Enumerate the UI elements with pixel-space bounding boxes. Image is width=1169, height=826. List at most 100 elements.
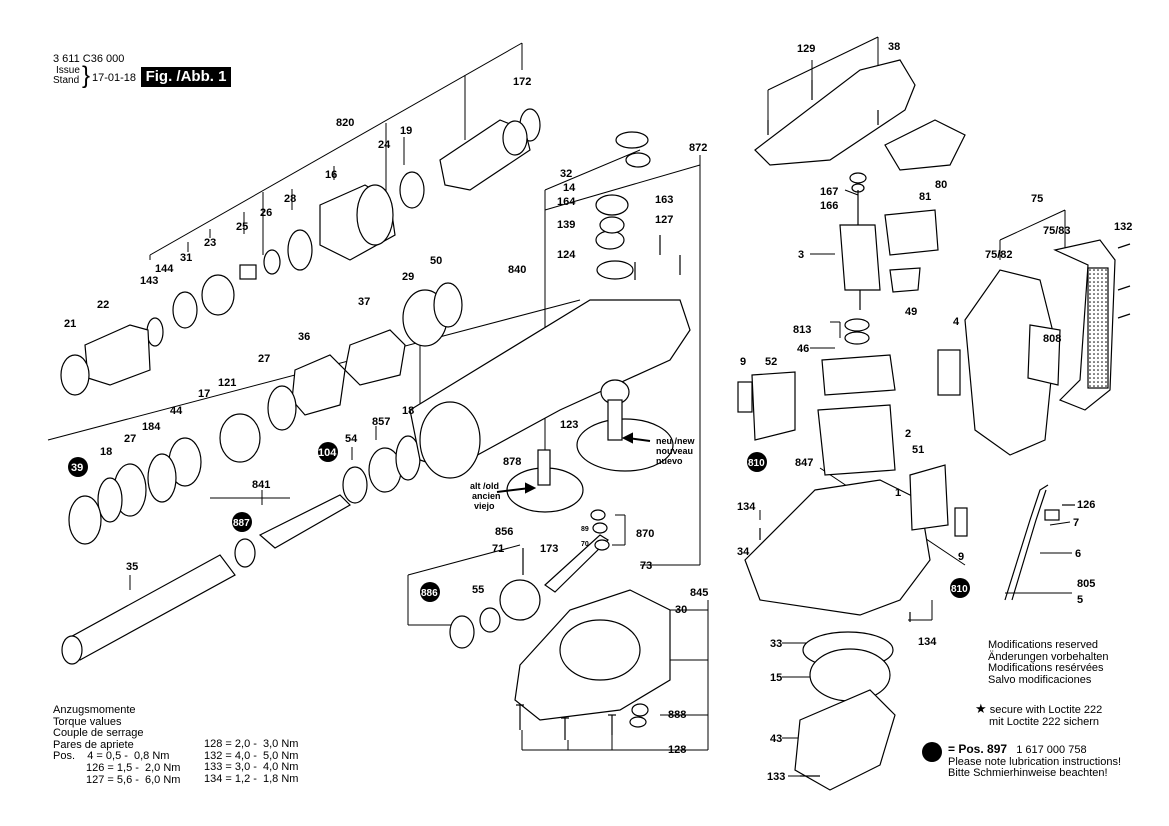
part-841: 841: [252, 479, 270, 491]
part-857: 857: [372, 416, 390, 428]
part-129: 129: [797, 43, 815, 55]
lube-marker-104: [318, 442, 338, 462]
part-856: 856: [495, 526, 513, 538]
gear-new-line1: neu /new: [656, 436, 696, 446]
issue-label: Issue: [56, 65, 80, 76]
part-805: 805: [1077, 578, 1095, 590]
torque-title-es: Pares de apriete: [53, 738, 134, 751]
part-89: 89: [581, 526, 589, 533]
torque-title-en: Torque values: [53, 715, 122, 728]
part-75: 75: [1031, 193, 1043, 205]
lube-marker-39: [68, 457, 88, 477]
part-29: 29: [402, 271, 414, 283]
part-813: 813: [793, 324, 811, 336]
part-33: 33: [770, 638, 782, 650]
part-27-lower: 27: [124, 433, 136, 445]
part-73: 73: [640, 560, 652, 572]
part-173: 173: [540, 543, 558, 555]
modifications-de: Änderungen vorbehalten: [988, 650, 1109, 663]
torque-values-right: 128 = 2,0 - 3,0 Nm 132 = 4,0 - 5,0 Nm 13…: [204, 738, 299, 785]
lube-marker-887: [232, 512, 252, 532]
part-104: 104: [318, 447, 337, 459]
torque-row: 134 = 1,2 - 1,8 Nm: [204, 772, 299, 785]
part-133: 133: [767, 771, 785, 783]
part-167: 167: [820, 186, 838, 198]
gear-old-line3: viejo: [474, 501, 495, 511]
lube-marker-886: [420, 582, 440, 602]
modifications-notice: Modifications reserved Änderungen vorbeh…: [988, 639, 1109, 686]
torque-values-left: Anzugsmomente Torque values Couple de se…: [53, 704, 181, 786]
part-16: 16: [325, 169, 337, 181]
part-870: 870: [636, 528, 654, 540]
part-878: 878: [503, 456, 521, 468]
part-80: 80: [935, 179, 947, 191]
loctite-en: secure with Loctite 222: [989, 704, 1103, 716]
part-27-upper: 27: [258, 353, 270, 365]
part-18-upper: 18: [402, 405, 414, 417]
part-143: 143: [140, 275, 158, 287]
part-55: 55: [472, 584, 484, 596]
drawing-number: 3 611 C36 000: [53, 53, 125, 65]
loctite-de: mit Loctite 222 sichern: [989, 715, 1100, 728]
part-50: 50: [430, 255, 442, 267]
gear-old-line2: ancien: [472, 491, 501, 501]
modifications-en: Modifications reserved: [988, 639, 1099, 651]
torque-row: 128 = 2,0 - 3,0 Nm: [204, 738, 299, 750]
part-22: 22: [97, 299, 109, 311]
gear-new-line2: nouveau: [656, 446, 693, 456]
part-820: 820: [336, 117, 354, 129]
lube-dot-icon: [922, 742, 942, 762]
part-139: 139: [557, 219, 575, 231]
part-36: 36: [298, 331, 310, 343]
part-35: 35: [126, 561, 138, 573]
lube-instruction-de: Bitte Schmierhinweise beachten!: [948, 767, 1108, 779]
part-840: 840: [508, 264, 526, 276]
modifications-fr: Modifications resérvées: [988, 662, 1104, 674]
lube-position: = Pos. 897: [948, 742, 1008, 756]
part-121: 121: [218, 377, 236, 389]
part-52: 52: [765, 356, 777, 368]
part-81: 81: [919, 191, 931, 203]
part-71: 71: [492, 543, 504, 555]
stand-label: Stand: [53, 75, 80, 86]
part-6: 6: [1075, 548, 1081, 560]
lube-instruction-en: Please note lubrication instructions!: [948, 755, 1122, 768]
part-808: 808: [1043, 333, 1061, 345]
part-845: 845: [690, 587, 708, 599]
star-icon: ★: [975, 701, 987, 716]
torque-row: 133 = 3,0 - 4,0 Nm: [204, 761, 299, 774]
part-9-left: 9: [740, 356, 746, 368]
part-30: 30: [675, 604, 687, 616]
part-888: 888: [668, 709, 686, 721]
part-39: 39: [71, 462, 83, 474]
part-810-upper: 810: [748, 458, 765, 469]
part-70: 70: [581, 541, 589, 548]
part-38: 38: [888, 41, 900, 53]
part-19: 19: [400, 125, 412, 137]
part-17: 17: [198, 388, 210, 400]
part-24: 24: [378, 139, 391, 151]
torque-row: 126 = 1,5 - 2,0 Nm: [86, 761, 181, 774]
part-46: 46: [797, 343, 809, 355]
part-886: 886: [421, 588, 438, 599]
part-21: 21: [64, 318, 76, 330]
part-26: 26: [260, 207, 272, 219]
part-1: 1: [895, 487, 901, 499]
torque-row: 127 = 5,6 - 6,0 Nm: [86, 773, 181, 786]
part-75-82: 75/82: [985, 249, 1013, 261]
part-43: 43: [770, 733, 782, 745]
part-872: 872: [689, 142, 707, 154]
modifications-es: Salvo modificaciones: [988, 673, 1092, 686]
part-134-left: 134: [737, 501, 756, 513]
part-32: 32: [560, 168, 572, 180]
part-31: 31: [180, 252, 192, 264]
part-25: 25: [236, 221, 248, 233]
part-15: 15: [770, 672, 782, 684]
part-18-lower: 18: [100, 446, 112, 458]
part-44: 44: [170, 405, 183, 417]
part-128: 128: [668, 744, 686, 756]
part-847: 847: [795, 457, 813, 469]
part-34: 34: [737, 546, 750, 558]
